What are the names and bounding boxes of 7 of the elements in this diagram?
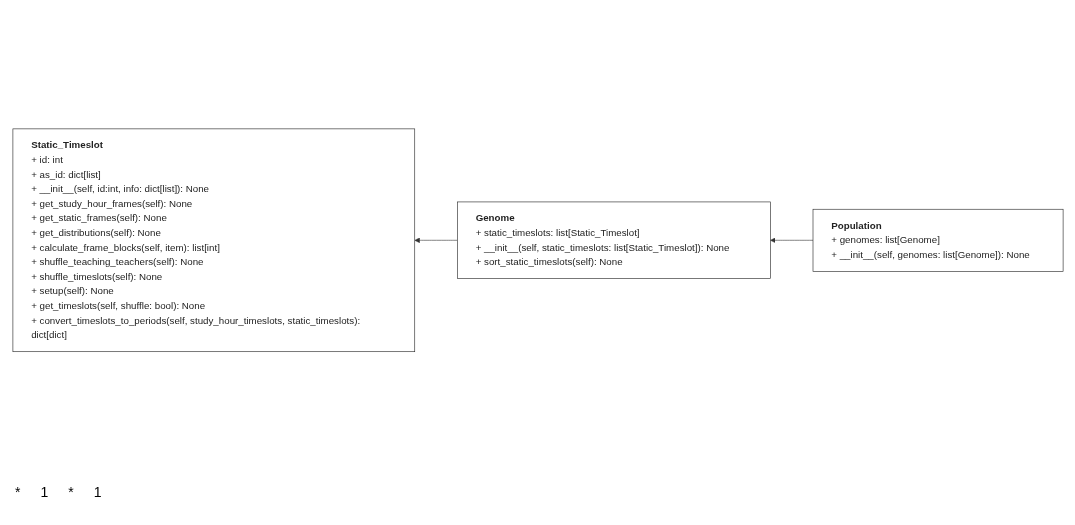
node-box: Population + genomes: list[Genome] + __init__(self, genomes: list[Genome]): None bbox=[812, 208, 1063, 272]
multiplicity-label: * bbox=[67, 484, 75, 500]
multiplicity-label: * bbox=[14, 484, 22, 500]
multiplicity-label: 1 bbox=[92, 484, 103, 500]
node-box: Static_Timeslot + id: int + as_id: dict[list] + __init__(self, id:int, info: dict[list]): None + get_study_hour_frames(self): None + get_static_frames(self): None + get_distributions(self): None + calculate_frame_blocks(self, item): list[int] + shuffle_teaching_teachers(self): None + shuffle_timeslots(self): None + setup(self): None + get_timeslots(self, shuffle: bool): None + convert_timeslots_to_periods(self, study_hour_timeslots, static_timeslots): dict[dict] bbox=[12, 128, 415, 352]
multiplicity-label: 1 bbox=[39, 484, 50, 500]
node-box: Genome + static_timeslots: list[Static_Timeslot] + __init__(self, static_timeslots: list[Static_Timeslot]): None + sort_static_timeslots(self): None bbox=[456, 201, 771, 279]
